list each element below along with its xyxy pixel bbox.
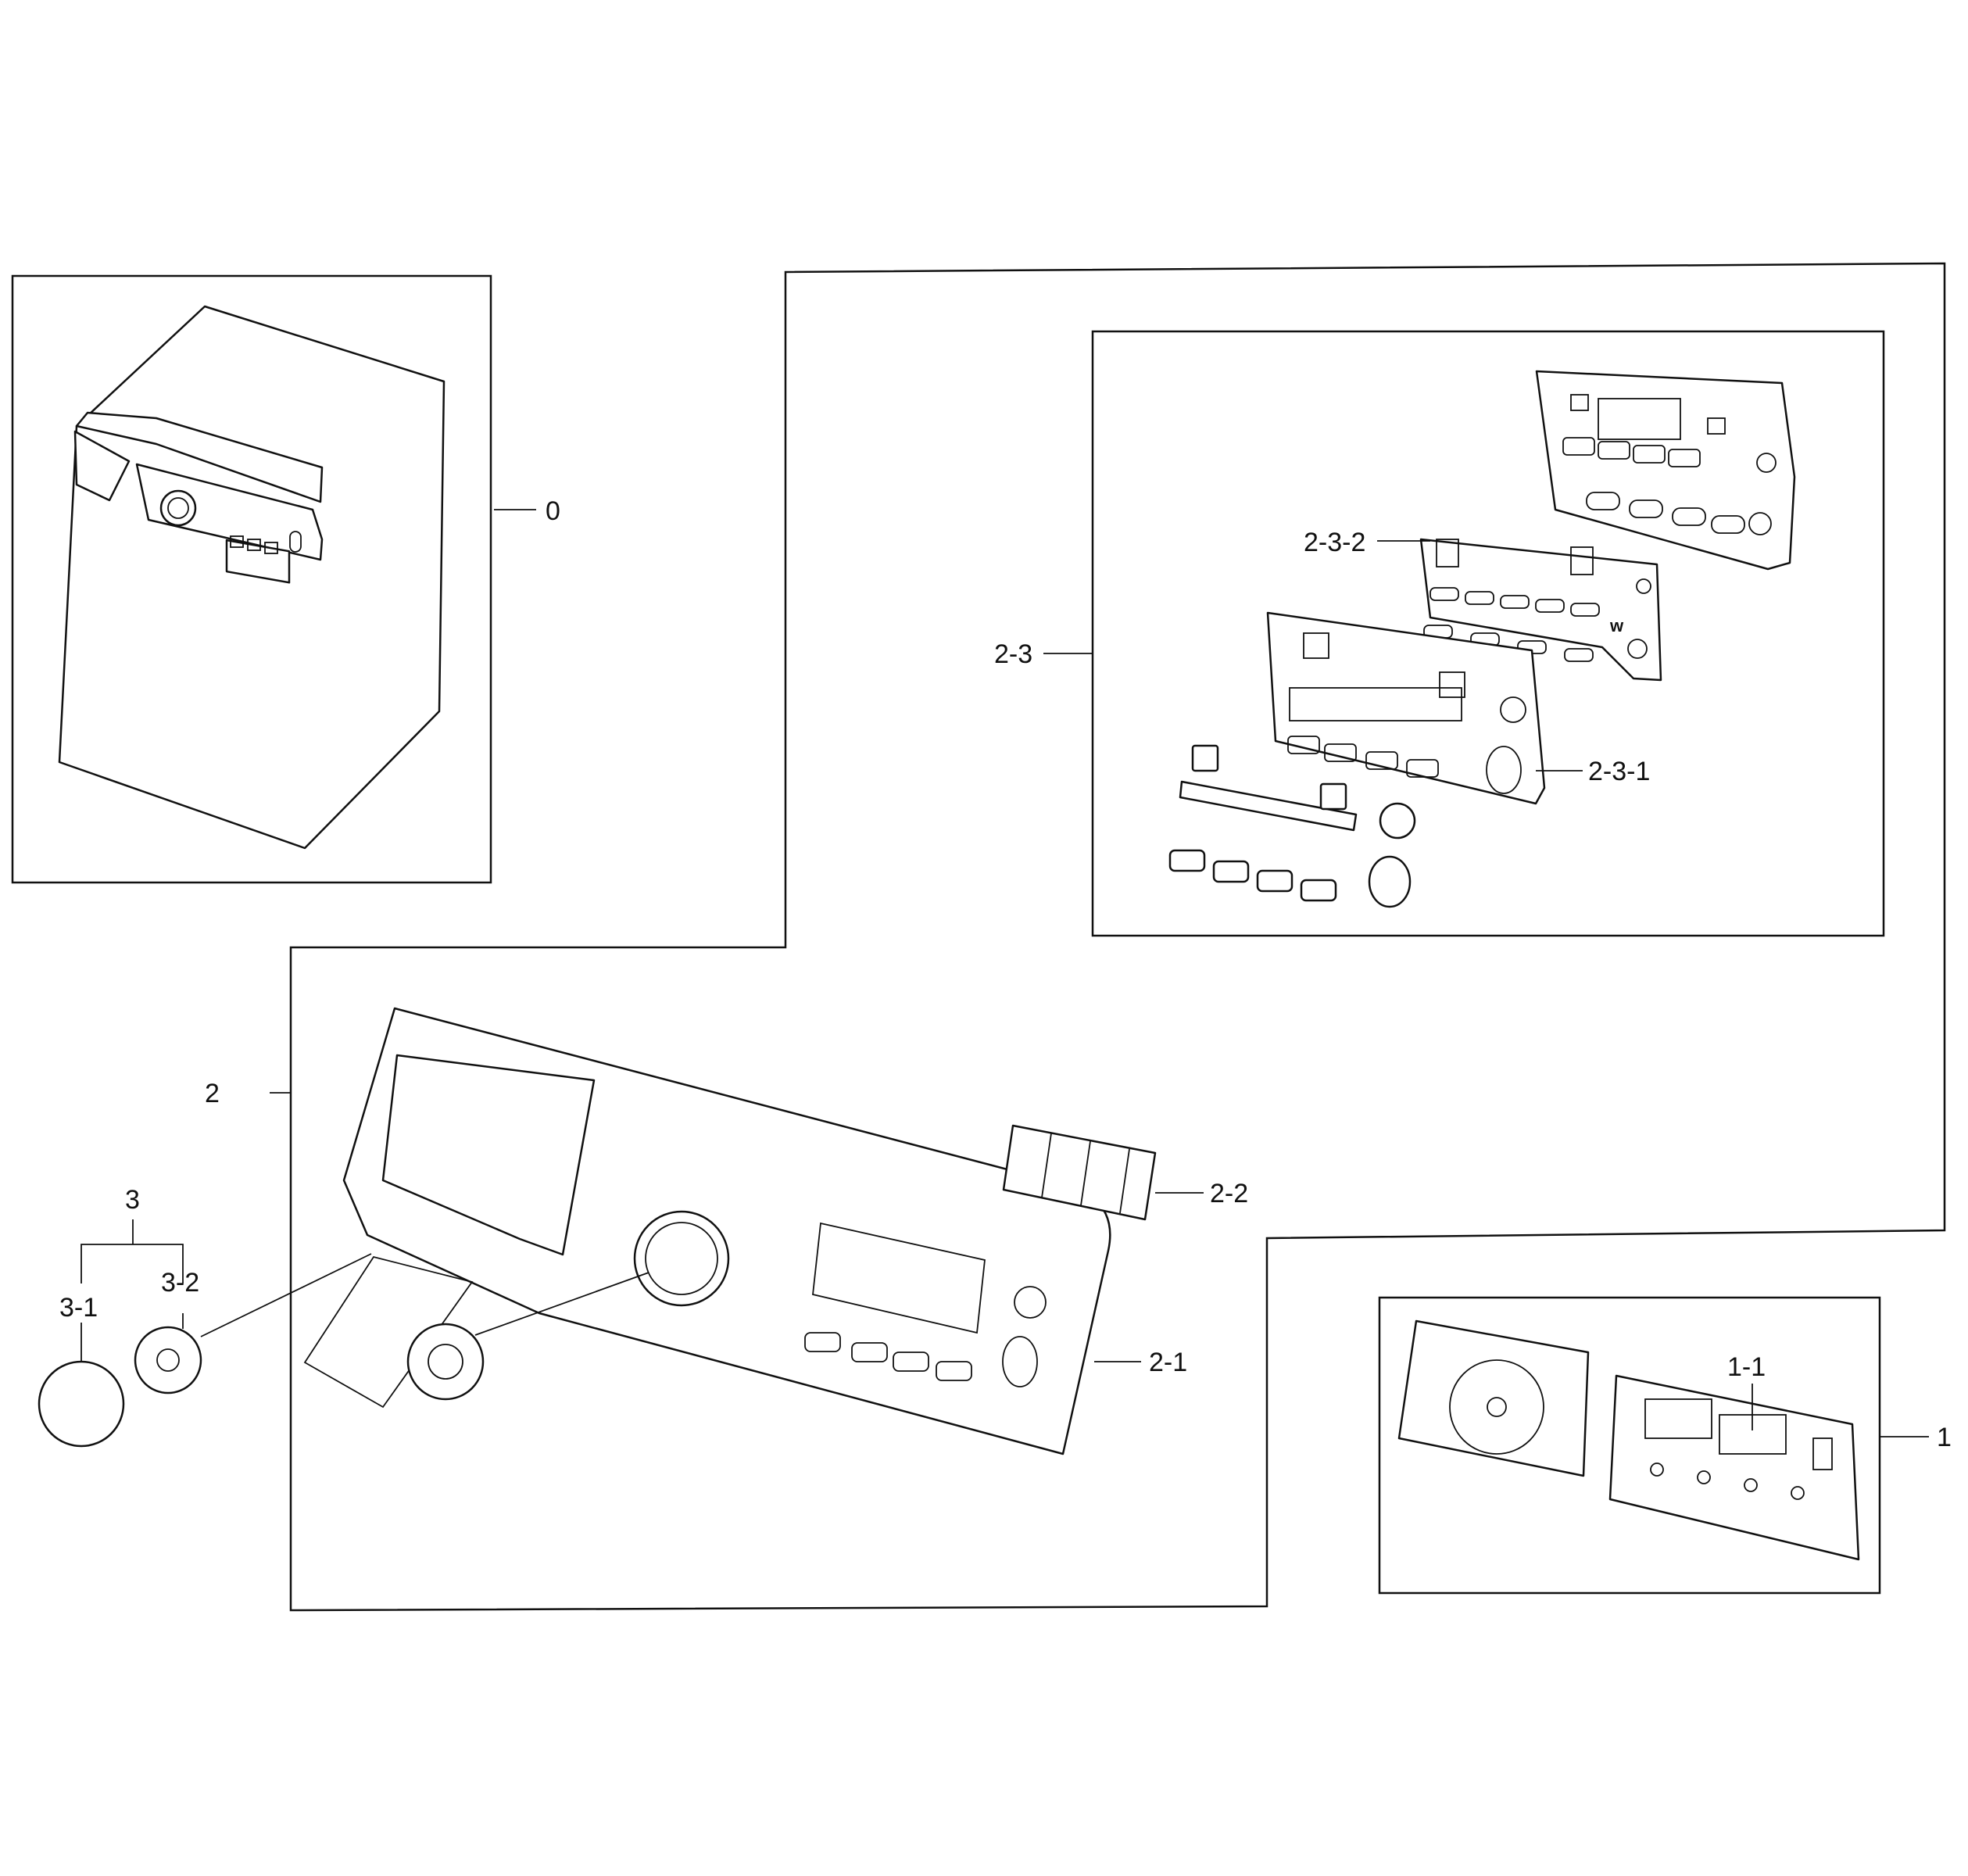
callout-2-1: 2-1 <box>1149 1348 1187 1377</box>
light-guide-2-2 <box>1002 1124 1157 1221</box>
assembly-0-group: 0 <box>11 274 560 884</box>
callout-1: 1 <box>1937 1423 1952 1452</box>
leader-3-bracket <box>81 1244 184 1283</box>
callout-2-2: 2-2 <box>1210 1179 1248 1208</box>
assembly-2-frame <box>289 262 1946 1612</box>
display-holder-upper <box>1535 370 1796 571</box>
callout-3: 3 <box>125 1185 140 1215</box>
pcb-1-1 <box>1608 1374 1860 1561</box>
callout-2-3: 2-3 <box>994 639 1032 669</box>
assembly-2-3-group: w 2-3-2 2-3-1 <box>994 330 1885 937</box>
encoder-knob-base <box>303 1255 649 1409</box>
encoder-housing <box>1397 1319 1590 1477</box>
loose-buttons <box>1168 744 1416 908</box>
button-strip-2-3-2: w <box>1419 538 1662 682</box>
callout-0: 0 <box>546 496 560 526</box>
callout-2: 2 <box>205 1079 220 1108</box>
callout-3-2: 3-2 <box>161 1268 199 1298</box>
washer-cabinet-illustration <box>58 305 445 850</box>
assembly-1-group: 1-1 <box>1378 1296 1881 1595</box>
assembly-1-frame <box>1378 1296 1881 1595</box>
knob-hub-3-2 <box>134 1326 202 1394</box>
knob-cap-3-1 <box>38 1360 125 1448</box>
control-panel-2-1 <box>342 1007 1111 1455</box>
callout-2-3-2: 2-3-2 <box>1304 528 1365 557</box>
callout-1-1: 1-1 <box>1727 1352 1766 1382</box>
callout-2-3-1: 2-3-1 <box>1588 757 1650 786</box>
assembly-0-frame <box>11 274 492 884</box>
knob-assembly-3 <box>38 1219 372 1448</box>
display-holder-2-3-1 <box>1266 611 1546 805</box>
assembly-2-3-frame <box>1091 330 1885 937</box>
callout-3-1: 3-1 <box>59 1293 98 1323</box>
panel-glyph: w <box>1609 616 1624 635</box>
